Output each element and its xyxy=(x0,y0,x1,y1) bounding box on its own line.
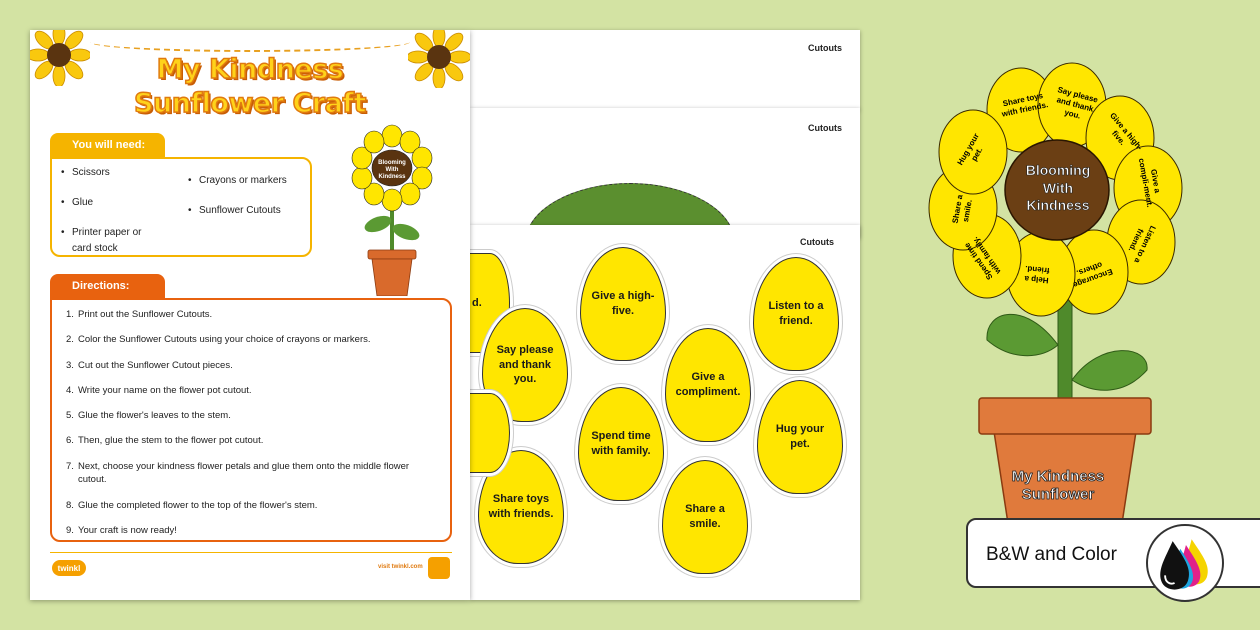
petal-cutout: Share a smile. xyxy=(662,460,748,574)
footer-url: visit twinkl.com xyxy=(378,564,423,570)
direction-step: 2.Color the Sunflower Cutouts using your… xyxy=(66,334,371,346)
flower-center-text: Blooming With Kindness xyxy=(1025,162,1091,214)
petal-cutout-partial xyxy=(470,393,510,473)
garland-decoration xyxy=(90,32,410,52)
page-title-line-2: Sunflower Craft xyxy=(133,87,367,120)
quality-badge-icon xyxy=(428,557,450,579)
pot-label: My Kindness Sunflower xyxy=(1011,468,1105,504)
direction-step: 4.Write your name on the flower pot cuto… xyxy=(66,384,252,396)
sheet-label: Cutouts xyxy=(800,237,834,247)
materials-list-1: Scissors Glue Printer paper or card stoc… xyxy=(60,165,150,271)
material-item: Printer paper or card stock xyxy=(60,225,150,257)
sunflower-craft-illustration xyxy=(351,124,433,296)
sheet-label: Cutouts xyxy=(808,123,842,133)
petal-cutout: Give a high-five. xyxy=(580,247,666,361)
cutouts-sheet-1: Cutouts xyxy=(470,30,860,110)
page-title-line-1: My Kindness xyxy=(156,53,345,86)
petal-cutout: Hug your pet. xyxy=(757,380,843,494)
direction-step: 5.Glue the flower's leaves to the stem. xyxy=(66,410,231,422)
sunflower-decoration-right xyxy=(408,30,470,88)
format-badge-text: B&W and Color xyxy=(986,544,1117,565)
mini-flower-center-text: Blooming With Kindness xyxy=(378,160,406,181)
directions-box xyxy=(50,298,452,542)
directions-list: 1.Print out the Sunflower Cutouts. 2.Col… xyxy=(66,308,436,549)
direction-step: 7.Next, choose your kindness flower peta… xyxy=(66,460,410,486)
instructions-page: My Kindness Sunflower Craft Blooming Wit… xyxy=(30,30,470,600)
flower-petal-text: Help a friend. xyxy=(1024,263,1050,286)
sunflower-decoration-left xyxy=(30,30,90,86)
material-item: Glue xyxy=(60,195,150,211)
direction-step: 1.Print out the Sunflower Cutouts. xyxy=(66,309,213,320)
format-badge: B&W and Color xyxy=(966,518,1260,602)
sunflower-craft-photo xyxy=(928,62,1183,530)
twinkl-logo: twinkl xyxy=(52,560,86,576)
directions-heading: Directions: xyxy=(50,274,165,298)
ink-drops-icon xyxy=(1146,524,1224,602)
direction-step: 9.Your craft is now ready! xyxy=(66,524,177,536)
direction-step: 8.Glue the completed flower to the top o… xyxy=(66,499,318,511)
material-item: Scissors xyxy=(60,165,150,181)
materials-box xyxy=(50,157,312,257)
footer-divider xyxy=(50,552,452,553)
petal-cutout: Give a compliment. xyxy=(665,328,751,442)
materials-heading: You will need: xyxy=(50,133,165,157)
sheet-label: Cutouts xyxy=(808,43,842,53)
direction-step: 6.Then, glue the stem to the flower pot … xyxy=(66,435,264,447)
cutouts-sheet-2: Cutouts xyxy=(470,108,860,238)
direction-step: 3.Cut out the Sunflower Cutout pieces. xyxy=(66,359,233,371)
cutouts-sheet-3: Cutouts d. Say please and thank you. Giv… xyxy=(470,225,860,600)
petal-cutout: Listen to a friend. xyxy=(753,257,839,371)
material-item: Sunflower Cutouts xyxy=(187,203,307,219)
material-item: Crayons or markers xyxy=(187,173,307,189)
materials-list-2: Crayons or markers Sunflower Cutouts xyxy=(187,173,307,233)
petal-cutout: Spend time with family. xyxy=(578,387,664,501)
